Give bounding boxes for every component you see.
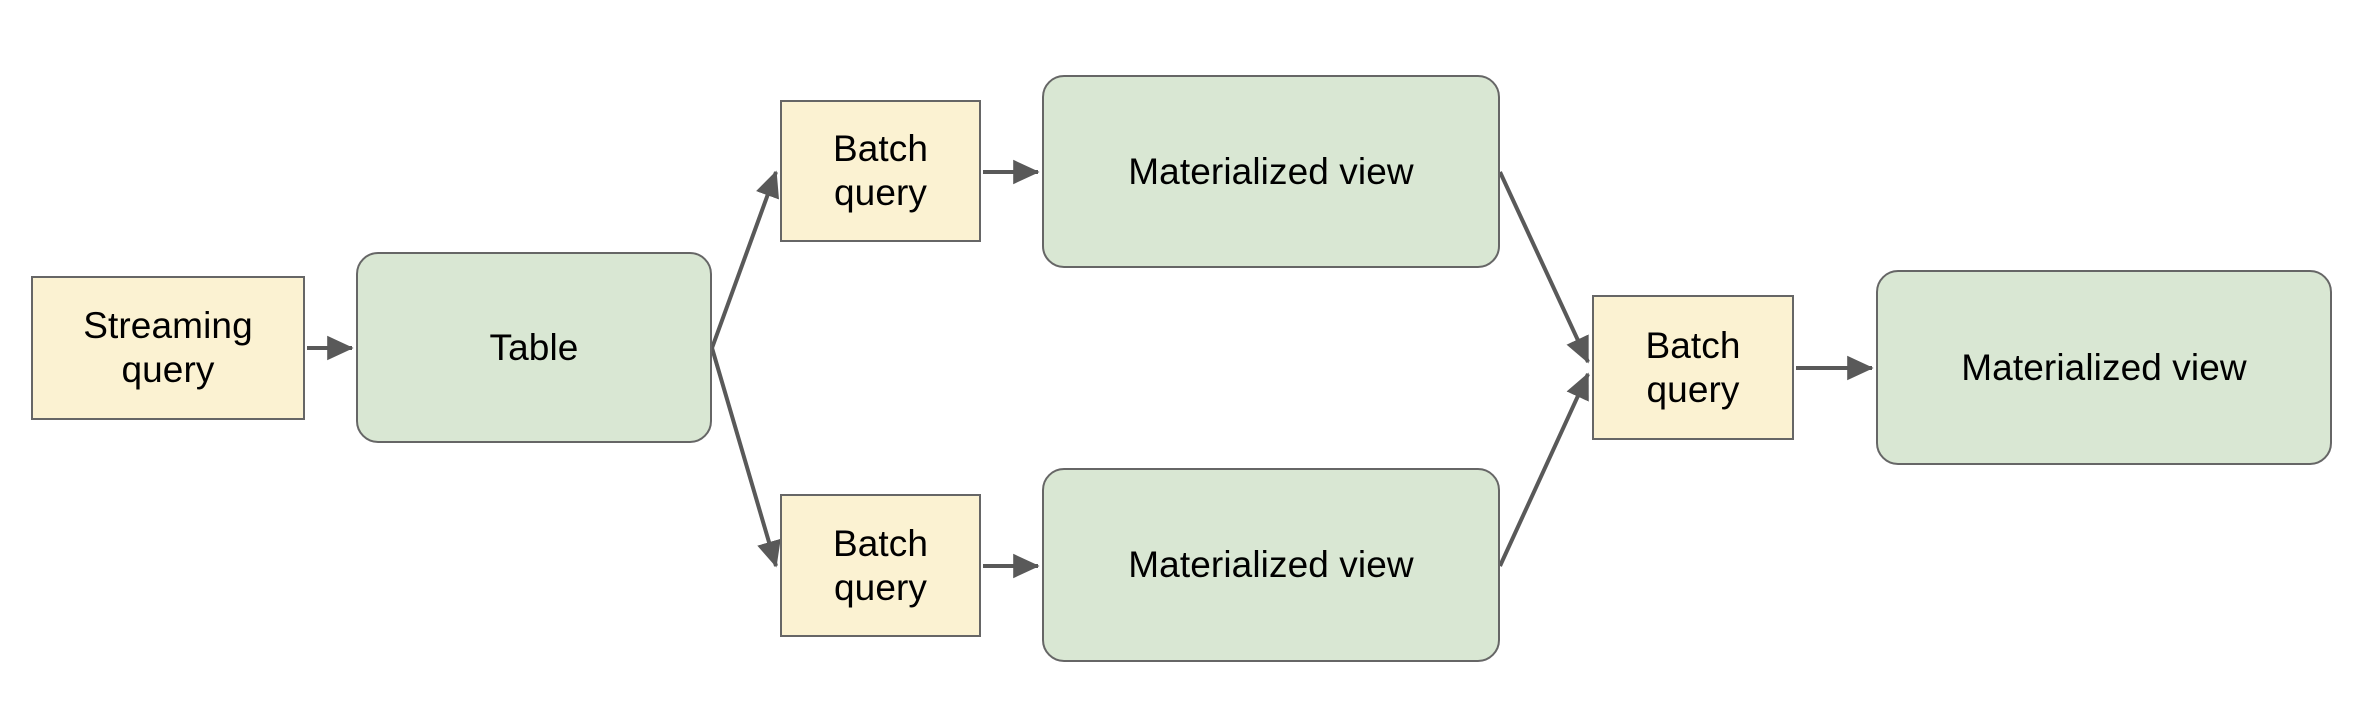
node-streaming-query-label: Streaming query	[83, 305, 253, 390]
node-table[interactable]: Table	[356, 252, 712, 443]
node-table-label: Table	[489, 326, 579, 368]
node-streaming-query[interactable]: Streaming query	[31, 276, 305, 420]
node-batch-query-bottom-label: Batch query	[832, 522, 929, 608]
node-batch-query-top-label: Batch query	[832, 128, 929, 213]
node-materialized-view-bottom[interactable]: Materialized view	[1042, 468, 1500, 662]
node-materialized-view-final-label: Materialized view	[1961, 346, 2247, 388]
edge-table-to-batch-top	[710, 170, 779, 349]
node-materialized-view-top-label: Materialized view	[1128, 150, 1414, 192]
node-batch-query-join[interactable]: Batch query	[1592, 295, 1794, 440]
node-batch-query-top[interactable]: Batch query	[780, 100, 981, 242]
node-materialized-view-final[interactable]: Materialized view	[1876, 270, 2332, 465]
node-batch-query-bottom[interactable]: Batch query	[780, 494, 981, 637]
node-materialized-view-bottom-label: Materialized view	[1128, 544, 1414, 586]
node-batch-query-join-label: Batch query	[1645, 324, 1741, 410]
node-materialized-view-top[interactable]: Materialized view	[1042, 75, 1500, 268]
edge-table-to-batch-bottom	[710, 347, 781, 568]
edge-mv-bottom-to-batch-join	[1498, 372, 1590, 567]
edge-mv-top-to-batch-join	[1498, 171, 1590, 364]
